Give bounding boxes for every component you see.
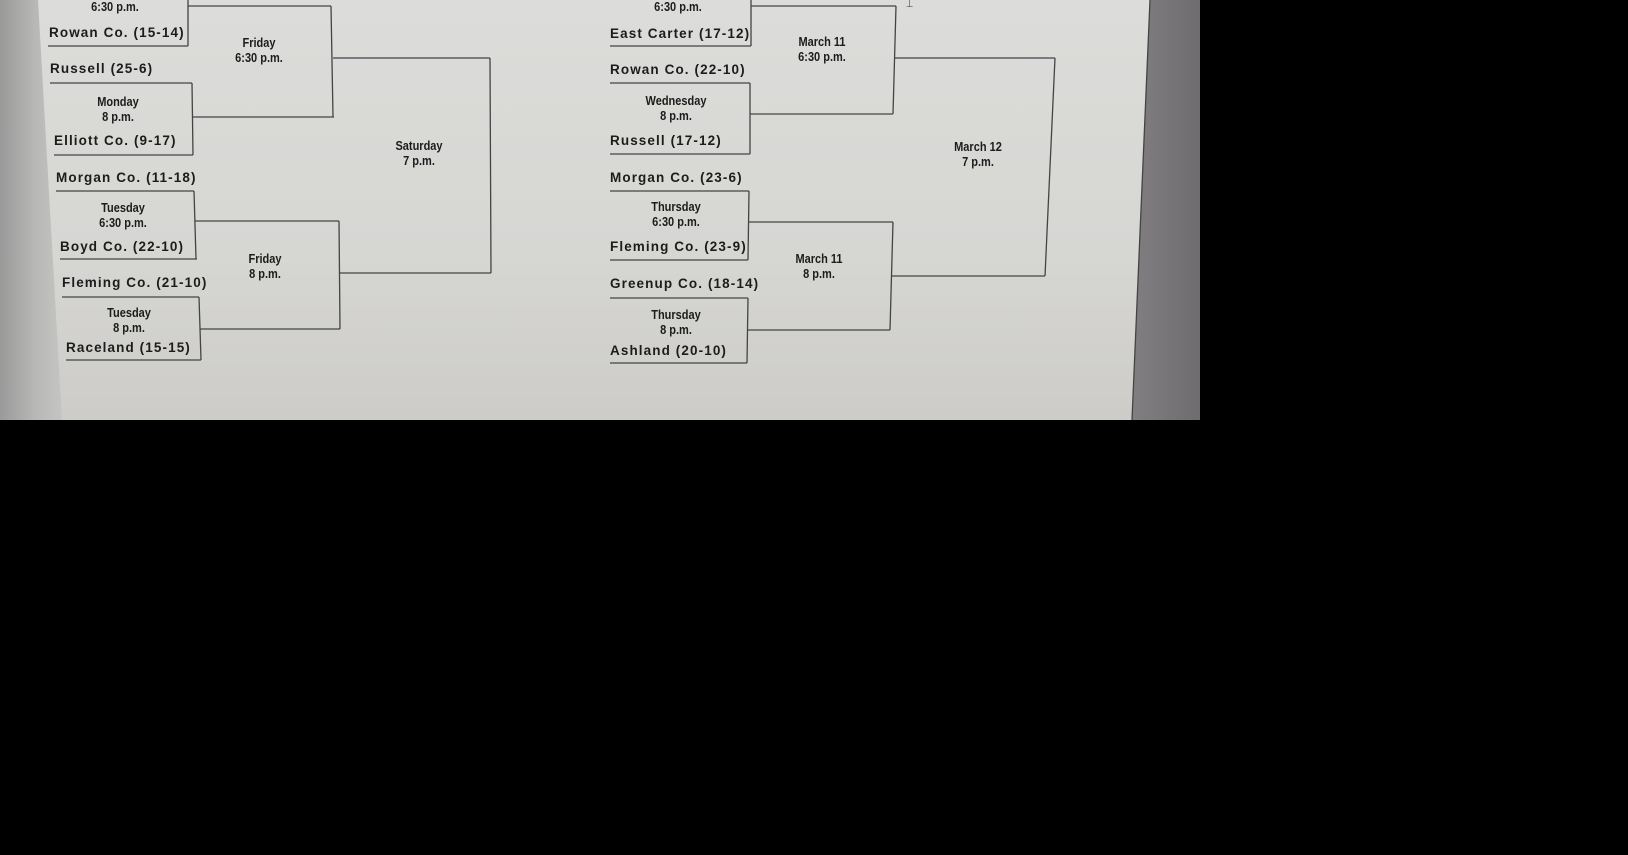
- time-label: 6:30 p.m.: [91, 0, 139, 14]
- bracket-line: [330, 5, 334, 118]
- game-hour: 8 p.m.: [660, 323, 692, 337]
- game-day: Monday: [97, 95, 139, 109]
- team-entry: Morgan Co. (11-18): [56, 170, 197, 185]
- team-entry: Greenup Co. (18-14): [610, 276, 760, 291]
- time-label: 6:30 p.m.: [654, 0, 702, 14]
- game-hour: 7 p.m.: [403, 154, 435, 168]
- bracket-line: [489, 57, 492, 274]
- team-entry: Morgan Co. (23-6): [610, 170, 743, 185]
- bracket-line: [193, 190, 197, 260]
- game-hour: 8 p.m.: [249, 267, 281, 281]
- team-entry: Russell (17-12): [610, 133, 722, 148]
- team-entry: Rowan Co. (15-14): [49, 25, 185, 40]
- game-day: March 11: [798, 35, 846, 49]
- game-hour: 7 p.m.: [962, 155, 994, 169]
- team-entry: Russell (25-6): [50, 61, 154, 76]
- team-entry: Fleming Co. (23-9): [610, 239, 747, 254]
- game-day: Thursday: [651, 308, 701, 322]
- bracket-lines: [48, 0, 1151, 420]
- game-day: Saturday: [395, 139, 443, 153]
- bracket-sheet: [38, 0, 1150, 420]
- photo: 6:30 p.m. Rowan Co. (15-14) Russell (25-…: [0, 0, 1200, 420]
- game-day: March 11: [795, 252, 843, 266]
- game-hour: 6:30 p.m.: [99, 216, 147, 230]
- game-hour: 6:30 p.m.: [652, 215, 700, 229]
- team-entry: Boyd Co. (22-10): [60, 239, 185, 254]
- team-entry: Rowan Co. (22-10): [610, 62, 746, 77]
- game-hour: 8 p.m.: [803, 267, 835, 281]
- game-hour: 8 p.m.: [102, 110, 134, 124]
- game-day: Tuesday: [101, 201, 145, 215]
- game-hour: 8 p.m.: [660, 109, 692, 123]
- bracket-line: [892, 5, 897, 115]
- bracket-line: [1131, 0, 1151, 420]
- right-top-time: 6:30 p.m.: [625, 0, 731, 15]
- game-day: Friday: [242, 36, 276, 50]
- bracket-line: [1044, 57, 1056, 277]
- bracket-line: [889, 221, 894, 331]
- game-day: Wednesday: [645, 94, 707, 108]
- team-entry: East Carter (17-12): [610, 26, 751, 41]
- team-entry: Elliott Co. (9-17): [54, 133, 177, 148]
- team-entry: Ashland (20-10): [610, 343, 728, 358]
- left-top-time: 6:30 p.m.: [62, 0, 168, 15]
- game-day: Friday: [248, 252, 282, 266]
- bracket-line: [338, 220, 341, 330]
- game-hour: 6:30 p.m.: [235, 51, 283, 65]
- bracket-line: [747, 190, 750, 261]
- game-day: March 12: [954, 140, 1002, 154]
- bracket-line: [746, 297, 749, 364]
- game-day: Tuesday: [107, 306, 151, 320]
- game-hour: 6:30 p.m.: [798, 50, 846, 64]
- text-cursor-icon: ⌶: [906, 0, 914, 10]
- game-day: Thursday: [651, 200, 701, 214]
- bracket-line: [191, 82, 194, 156]
- team-entry: Raceland (15-15): [66, 340, 191, 355]
- game-hour: 8 p.m.: [113, 321, 145, 335]
- team-entry: Fleming Co. (21-10): [62, 275, 208, 290]
